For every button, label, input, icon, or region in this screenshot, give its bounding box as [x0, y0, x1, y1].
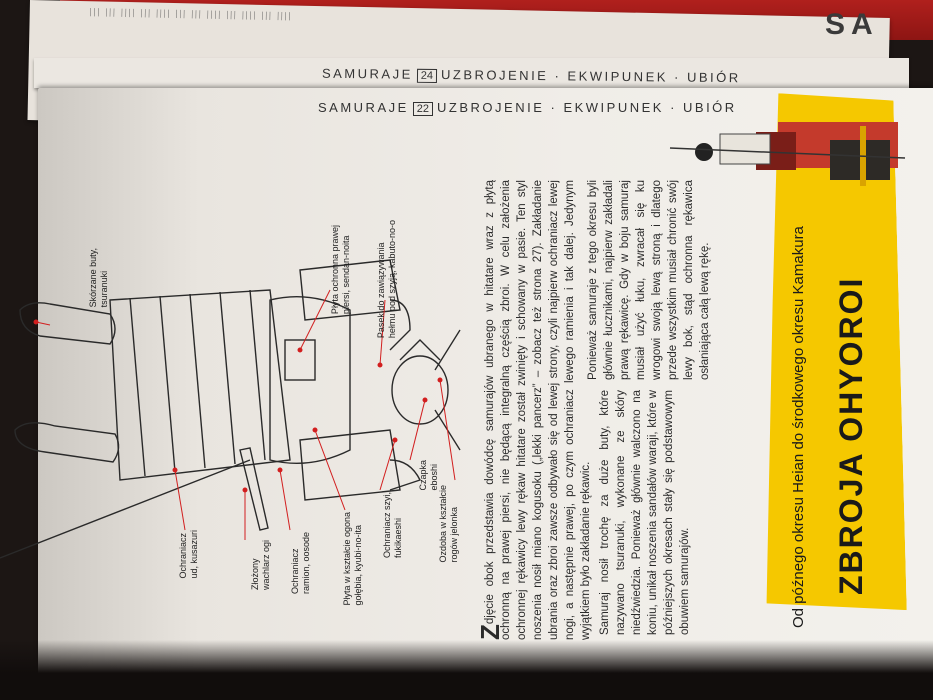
- label-kabuto-no-o: Pasek do zawiązywania hełmu pod szyją, k…: [376, 220, 397, 339]
- running-head-series: SAMURAJE: [318, 100, 409, 115]
- samurai-thumbnail-illustration: [669, 122, 906, 186]
- body-text-column-1: Zdjęcie obok przedstawia dowódcę samuraj…: [475, 180, 594, 640]
- armor-line-illustration: [0, 259, 461, 559]
- body-text-column-2b: Samuraj nosił trochę za duże buty, które…: [597, 390, 693, 635]
- page-number-middle: 24: [416, 68, 438, 84]
- running-head-section: UZBROJENIE · EKWIPUNEK · UBIÓR: [437, 100, 737, 115]
- body-text-column-2a: Ponieważ samuraje z tego okresu byli głó…: [585, 180, 713, 380]
- body-text-2b: Samuraj nosił trochę za duże buty, które…: [599, 390, 691, 635]
- label-sendan-noita: Płyta ochronna prawej piersi, sendan-noi…: [330, 225, 351, 315]
- page-title: ZBROJA OHYOROI: [833, 276, 869, 595]
- label-fukikaeshi: Ochraniacz szyi, fukikaeshi: [382, 492, 403, 559]
- running-head-series: SAMURAJE: [321, 65, 413, 82]
- running-head-section: UZBROJENIE · EKWIPUNEK · UBIÓR: [440, 67, 741, 86]
- back-page-corner-title: SA: [825, 8, 879, 41]
- dark-table-edge: [0, 640, 933, 700]
- body-text-2a: Ponieważ samuraje z tego okresu byli głó…: [587, 180, 711, 380]
- label-oosode: Ochraniacz ramion, oosode: [290, 532, 311, 595]
- body-text-1: djęcie obok przedstawia dowódcę samurajó…: [484, 180, 592, 640]
- label-ogi: Złożony wachlarz ogi: [250, 540, 271, 591]
- label-kyubi-no-ita: Płyta w kształcie ogona gołębia, kyubi-n…: [342, 512, 363, 606]
- label-tsuranuki: Skórzane buty, tsuranuki: [88, 248, 109, 308]
- label-kusazuri: Ochraniacz ud, kusazuri: [178, 530, 199, 579]
- page-number-main: 22: [412, 102, 434, 116]
- page-subtitle: Od późnego okresu Heian do środkowego ok…: [790, 226, 807, 628]
- middle-page: [34, 58, 909, 88]
- label-kuwagata: Ozdoba w kształcie rogów jelonka: [438, 485, 459, 563]
- label-eboshi: Czapka eboshi: [418, 460, 439, 491]
